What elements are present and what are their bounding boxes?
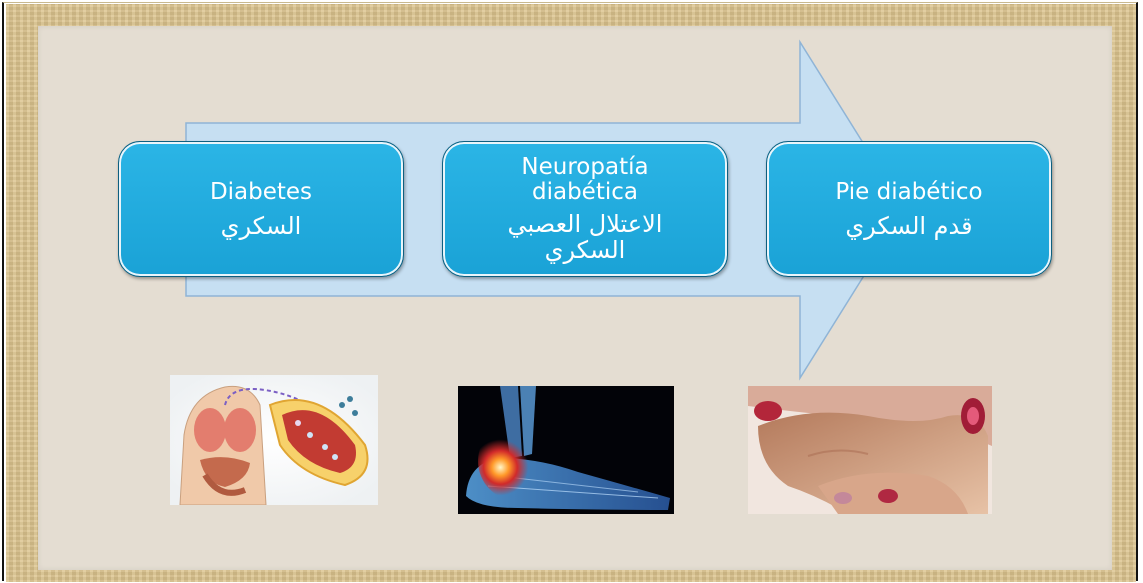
step-label-spanish: Neuropatía diabética — [495, 155, 675, 205]
anatomy-pancreas-image — [170, 375, 378, 505]
step-label-spanish: Diabetes — [210, 180, 312, 205]
step-label-arabic: الاعتلال العصبي السكري — [470, 211, 700, 263]
diabetic-foot-image — [748, 386, 992, 514]
step-box-diabetes: Diabetes السكري — [118, 141, 404, 277]
step-box-neuropathy: Neuropatía diabética الاعتلال العصبي الس… — [442, 141, 728, 277]
step-box-diabetic-foot: Pie diabético قدم السكري — [766, 141, 1052, 277]
xray-foot-image — [458, 386, 674, 514]
step-label-arabic: السكري — [221, 213, 302, 239]
step-label-arabic: قدم السكري — [845, 213, 972, 239]
step-label-spanish: Pie diabético — [835, 180, 982, 205]
